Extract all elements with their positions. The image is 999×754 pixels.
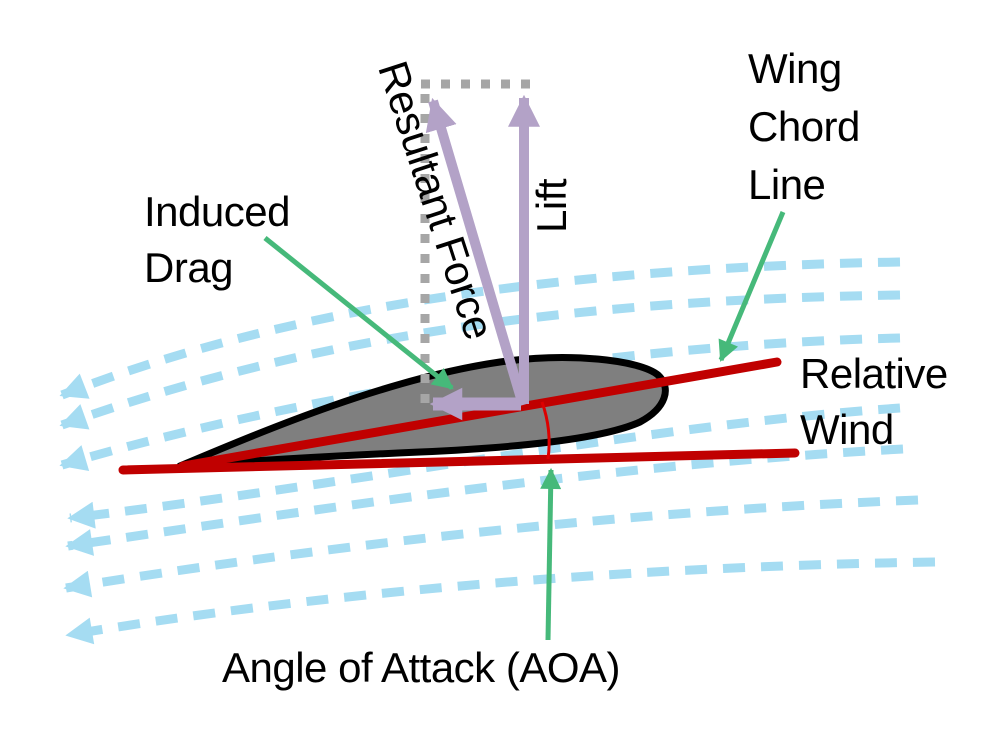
pointer-arrows [263, 211, 786, 641]
wing-chord-pointer-arrow [718, 211, 786, 362]
streamline [59, 290, 901, 430]
airfoil [176, 354, 669, 470]
resultant-force-arrow [425, 97, 528, 407]
streamline [63, 495, 919, 598]
aoa-pointer-arrow [540, 467, 562, 641]
lift-label: Lift [528, 178, 575, 233]
streamline [59, 257, 901, 400]
streamline [59, 333, 901, 471]
wing-chord-label-line1: Wing [748, 45, 842, 92]
wing-chord-line-label: Wing Chord Line [748, 40, 860, 214]
induced-drag-label: Induced Drag [144, 184, 290, 296]
wing-chord-label-line3: Line [748, 161, 826, 208]
relative-wind-line [118, 448, 800, 475]
chord-line [178, 357, 782, 471]
induced-drag-label-line1: Induced [144, 188, 290, 235]
induced-drag-label-line2: Drag [144, 244, 234, 291]
force-projection-dotted-lines [420, 79, 530, 403]
aoa-angle-line [540, 401, 551, 460]
relative-wind-label-line1: Relative [800, 350, 948, 397]
wing-chord-label-line2: Chord [748, 103, 860, 150]
induced-drag-pointer-arrow [263, 236, 454, 390]
aoa-label: Angle of Attack (AOA) [222, 644, 621, 691]
relative-wind-label-line2: Wind [800, 406, 894, 453]
streamline [65, 557, 936, 645]
relative-wind-label: Relative Wind [800, 346, 948, 458]
